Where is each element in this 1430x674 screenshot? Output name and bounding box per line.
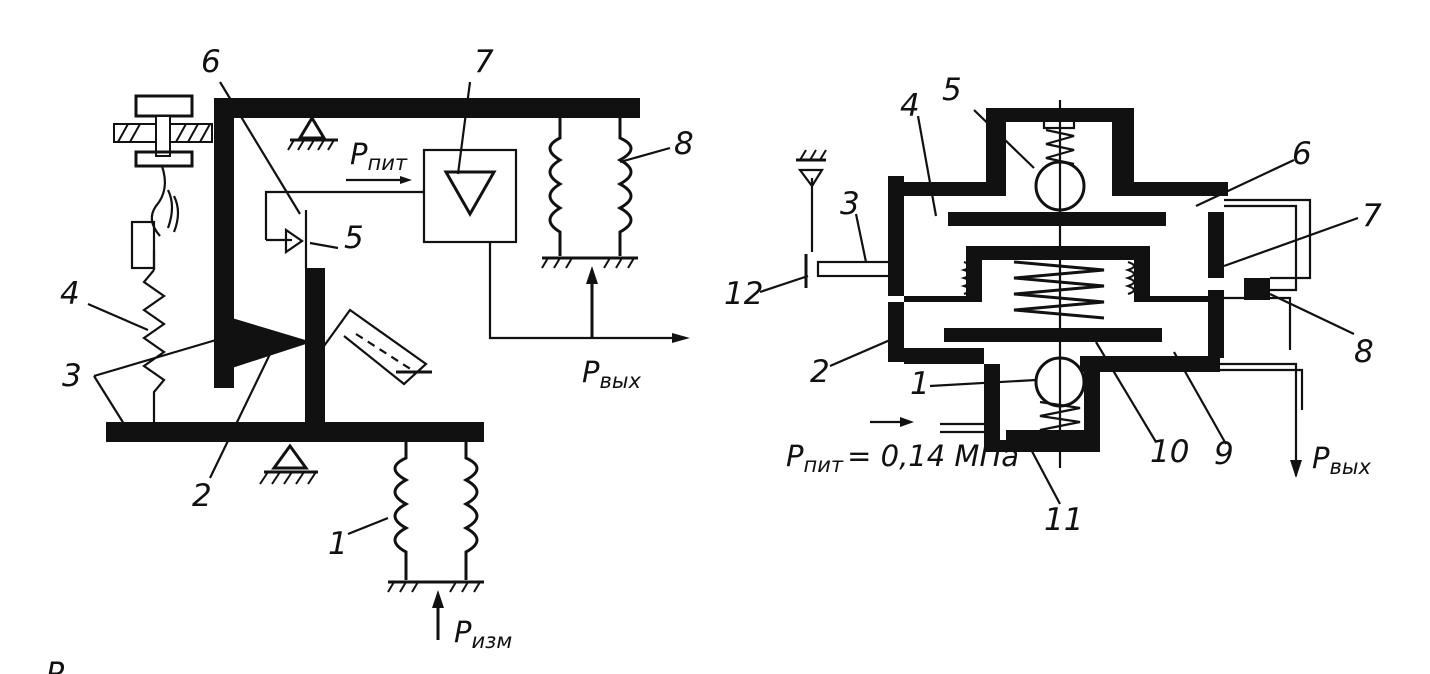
label-7: 7 [474,44,494,80]
right-relay-diagram: 5 4 6 7 8 9 10 11 3 12 2 1 Pпит= 0,14 МП… [724,72,1382,538]
liquid-tank [323,308,432,386]
bottom-housing [984,364,1100,452]
top-housing [894,108,1228,196]
leader-5 [309,241,339,250]
middle-block [904,246,1208,302]
right-bellows-wave [1124,260,1136,296]
label-r9: 9 [1214,436,1234,472]
output-pipes [1220,198,1312,478]
leader-3b [93,338,217,378]
leader-r5 [973,109,1035,169]
bottom-beam [106,422,484,442]
left-bellows-wave [960,260,972,296]
leader-r11 [1025,439,1061,505]
leader-r8 [1269,293,1355,335]
label-6: 6 [201,44,221,80]
label-r2: 2 [810,354,830,390]
leader-r1 [929,378,1037,388]
p-meas-left: Pизм [454,615,512,653]
bottom-pivot-support [259,443,318,485]
label-r1: 1 [910,366,930,402]
label-1: 1 [328,526,348,562]
right-lower-wall [1080,356,1220,372]
output-line [488,242,690,343]
label-2: 2 [192,478,212,514]
p-supply-right: Pпит= 0,14 МПа [786,439,1019,477]
vertical-lever [214,98,234,388]
leader-1 [347,516,389,536]
top-pivot-support [287,115,338,151]
leader-6 [219,81,301,215]
leader-r7 [1223,216,1359,268]
vertical-post [305,268,325,426]
leader-r10 [1095,341,1157,443]
leader-r12 [759,274,809,294]
label-8: 8 [674,126,694,162]
label-r10: 10 [1150,434,1189,470]
leader-r6 [1195,159,1295,207]
label-r11: 11 [1044,502,1083,538]
p-out-left: Pвых [582,355,641,393]
leader-3a [93,375,125,425]
relay-7 [422,148,518,244]
leader-2 [209,353,271,479]
left-wall-upper [888,176,904,296]
right-wall-upper [1208,212,1224,278]
left-lower-wall [904,348,984,364]
label-r8: 8 [1354,334,1374,370]
leader-4 [87,302,149,332]
nozzle-5 [284,210,308,268]
label-r5: 5 [942,72,962,108]
label-r3: 3 [840,186,860,222]
caption-fragment: Р [46,657,65,674]
throttle-8 [1244,278,1270,300]
leader-r2 [829,338,891,368]
p-out-right: Pвых [1312,441,1371,479]
spring-4-adjuster [113,94,213,424]
leader-r4 [916,115,938,217]
bellows-1 [387,442,484,640]
lower-diaphragm [944,328,1162,342]
leader-8 [619,146,671,164]
lower-spring [1039,400,1081,452]
p-supply-left: Pпит [350,137,408,175]
label-r6: 6 [1292,136,1312,172]
wedge-triangle [232,318,312,368]
label-5: 5 [344,220,364,256]
label-r12: 12 [724,276,763,312]
label-3: 3 [62,358,82,394]
supply-line [264,176,424,242]
label-r4: 4 [900,88,920,124]
leader-7 [456,81,472,175]
upper-diaphragm [948,212,1166,226]
right-wall-lower [1208,290,1224,358]
rod-3 [816,260,892,278]
label-r7: 7 [1362,198,1382,234]
label-4: 4 [60,276,80,312]
central-spring [1013,260,1105,320]
left-pneumatic-transmitter-diagram: 6 7 8 5 4 3 2 1 Pпит Pвых Pизм [60,44,694,653]
left-wall-lower [888,302,904,362]
bellows-8 [541,118,638,338]
top-beam [216,98,640,118]
upper-spring [1045,128,1075,166]
leader-r3 [854,213,868,263]
leader-r9 [1173,351,1227,445]
